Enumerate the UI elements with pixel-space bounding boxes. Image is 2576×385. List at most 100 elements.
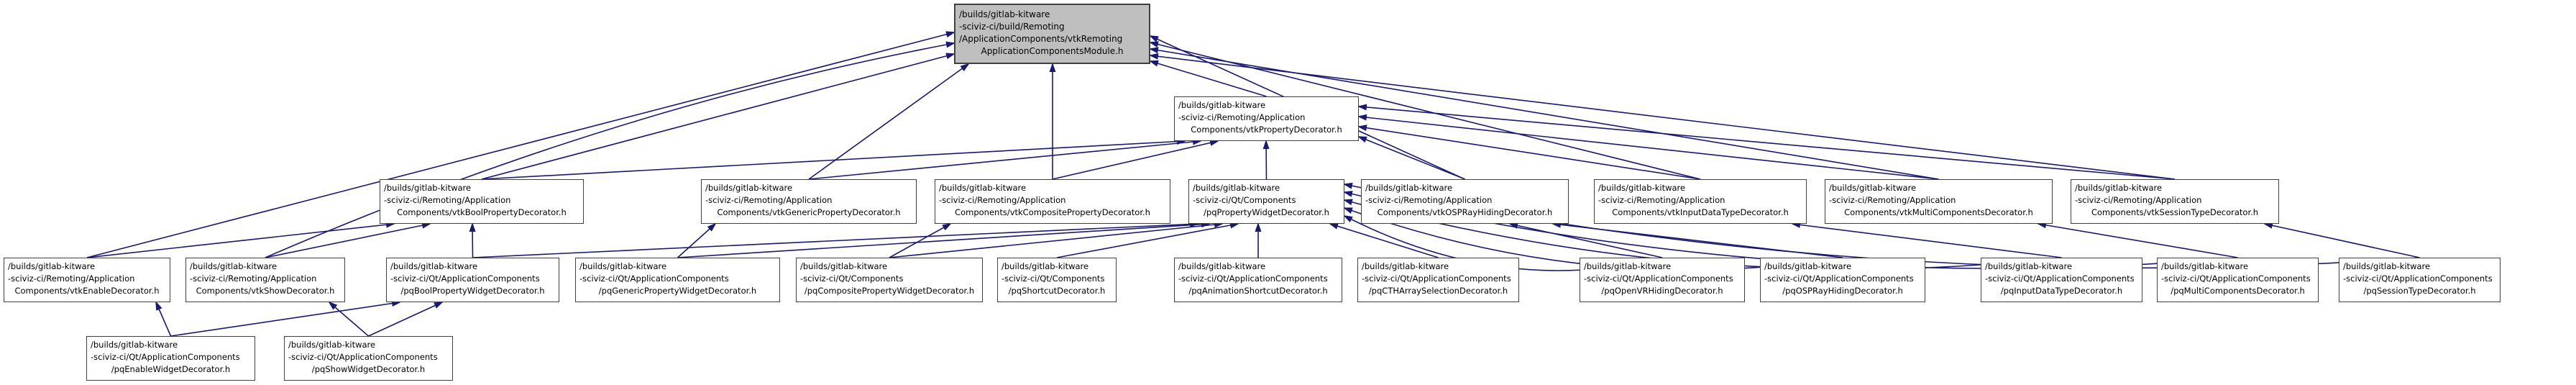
- node-path-line: /builds/gitlab-kitware: [1985, 261, 2073, 271]
- graph-node-pqInputDataTypeDecorator[interactable]: /builds/gitlab-kitware -sciviz-ci/Qt/Appl…: [1981, 258, 2142, 302]
- node-path-line: /pqAnimationShortcutDecorator.h: [1188, 286, 1328, 296]
- node-path-line: -sciviz-ci/Remoting/Application: [1365, 195, 1493, 205]
- node-path-line: /ApplicationComponents/vtkRemoting: [959, 34, 1123, 44]
- include-edge-pqEnableWidgetDecorator-to-pqBoolPropertyWidgetDecorator: [170, 300, 401, 337]
- graph-node-pqBoolPropertyWidgetDecorator[interactable]: /builds/gitlab-kitware-sciviz-ci/Qt/Appl…: [386, 258, 559, 302]
- graph-node-vtkShowDecorator[interactable]: /builds/gitlab-kitware-sciviz-ci/Remotin…: [185, 258, 345, 302]
- include-edge-pqBoolPropertyWidgetDecorator-to-vtkBoolPropertyDecorator: [469, 222, 476, 258]
- node-path-line: -sciviz-ci/Qt/Components: [800, 273, 904, 284]
- node-path-line: /pqMultiComponentsDecorator.h: [2171, 286, 2305, 296]
- node-path-line: /pqOpenVRHidingDecorator.h: [1601, 286, 1723, 296]
- node-path-line: -sciviz-ci/Qt/ApplicationComponents: [1764, 273, 1914, 284]
- include-edge-vtkPropertyDecorator-to-vtkRemotingApplicationComponentsModule: [1149, 60, 1267, 97]
- graph-node-vtkGenericPropertyDecorator[interactable]: /builds/gitlab-kitware-sciviz-ci/Remotin…: [701, 179, 917, 224]
- node-path-line: /builds/gitlab-kitware: [390, 261, 478, 271]
- include-edge-vtkGenericPropertyDecorator-to-vtkRemotingApplicationComponentsModule: [808, 63, 970, 180]
- node-path-line: /pqEnableWidgetDecorator.h: [111, 364, 231, 374]
- node-path-line: /builds/gitlab-kitware: [800, 261, 888, 271]
- node-path-line: -sciviz-ci/Remoting/Application: [939, 195, 1066, 205]
- node-path-line: /pqOSPRayHidingDecorator.h: [1782, 286, 1903, 296]
- graph-node-pqShowWidgetDecorator[interactable]: /builds/gitlab-kitware -sciviz-ci/Qt/Appl…: [284, 336, 453, 381]
- node-path-line: -sciviz-ci/Remoting/Application: [384, 195, 511, 205]
- node-path-line: -sciviz-ci/Qt/Components: [1001, 273, 1105, 284]
- node-path-line: -sciviz-ci/Remoting/Application: [1598, 195, 1725, 205]
- include-edge-pqOpenVRHidingDecorator-to-vtkOSPRayHidingDecorator: [1508, 222, 1663, 258]
- node-path-line: -sciviz-ci/Qt/ApplicationComponents: [1362, 273, 1511, 284]
- node-path-line: /pqSessionTypeDecorator.h: [2363, 286, 2476, 296]
- node-path-line: /builds/gitlab-kitware: [1829, 183, 1917, 193]
- include-edge-pqCompositePropertyWidgetDecorator-to-pqPropertyWidgetDecorator: [889, 221, 1224, 258]
- include-edge-pqOSPRayHidingDecorator-to-vtkOSPRayHidingDecorator: [1551, 221, 1843, 258]
- node-path-line: /builds/gitlab-kitware: [1365, 183, 1453, 193]
- graph-node-pqEnableWidgetDecorator[interactable]: /builds/gitlab-kitware -sciviz-ci/Qt/Appl…: [86, 336, 255, 381]
- node-path-line: /builds/gitlab-kitware: [1178, 261, 1266, 271]
- node-path-line: -sciviz-ci/Qt/ApplicationComponents: [2161, 273, 2311, 284]
- node-path-line: -sciviz-ci/Remoting/Application: [190, 273, 317, 284]
- include-edge-pqShowWidgetDecorator-to-vtkShowDecorator: [328, 301, 370, 337]
- graph-node-pqPropertyWidgetDecorator[interactable]: /builds/gitlab-kitware -sciviz-ci/Qt/Comp…: [1188, 179, 1344, 224]
- graph-node-vtkPropertyDecorator[interactable]: /builds/gitlab-kitware-sciviz-ci/Remotin…: [1174, 96, 1359, 141]
- node-path-line: Components/vtkInputDataTypeDecorator.h: [1612, 207, 1789, 217]
- node-path-line: -sciviz-ci/build/Remoting: [959, 22, 1065, 32]
- node-path-line: /builds/gitlab-kitware: [939, 183, 1027, 193]
- node-path-line: -sciviz-ci/Remoting/Application: [1178, 112, 1306, 122]
- node-path-line: /builds/gitlab-kitware: [1193, 183, 1280, 193]
- graph-node-pqOpenVRHidingDecorator[interactable]: /builds/gitlab-kitware -sciviz-ci/Qt/Appl…: [1580, 258, 1745, 302]
- graph-node-vtkInputDataTypeDecorator[interactable]: /builds/gitlab-kitware-sciviz-ci/Remotin…: [1594, 179, 1807, 224]
- include-edge-pqCompositePropertyWidgetDecorator-to-vtkCompositePropertyDecorator: [889, 223, 952, 258]
- node-path-line: /pqPropertyWidgetDecorator.h: [1204, 207, 1329, 217]
- node-path-line: -sciviz-ci/Qt/ApplicationComponents: [91, 352, 240, 362]
- graph-node-pqShortcutDecorator[interactable]: /builds/gitlab-kitware-sciviz-ci/Qt/Comp…: [997, 258, 1117, 302]
- node-path-line: -sciviz-ci/Remoting/Application: [705, 195, 833, 205]
- node-path-line: -sciviz-ci/Qt/ApplicationComponents: [1985, 273, 2135, 284]
- node-path-line: /builds/gitlab-kitware: [384, 183, 472, 193]
- include-edge-pqPropertyWidgetDecorator-to-vtkPropertyDecorator: [1262, 140, 1270, 180]
- node-path-line: Components/vtkEnableDecorator.h: [14, 286, 160, 296]
- node-path-line: ApplicationComponentsModule.h: [981, 46, 1124, 56]
- node-path-line: /pqInputDataTypeDecorator.h: [2000, 286, 2123, 296]
- include-edge-vtkBoolPropertyDecorator-to-vtkRemotingApplicationComponentsModule: [481, 53, 955, 180]
- graph-node-vtkBoolPropertyDecorator[interactable]: /builds/gitlab-kitware -sciviz-ci/Remotin…: [380, 179, 584, 224]
- include-edge-pqShortcutDecorator-to-pqPropertyWidgetDecorator: [1056, 222, 1239, 258]
- include-edge-vtkMultiComponentsDecorator-to-vtkPropertyDecorator: [1357, 114, 1939, 180]
- node-path-line: /builds/gitlab-kitware: [579, 261, 667, 271]
- graph-node-pqMultiComponentsDecorator[interactable]: /builds/gitlab-kitware-sciviz-ci/Qt/Appl…: [2157, 258, 2319, 302]
- node-path-line: -sciviz-ci/Qt/Components: [1193, 195, 1296, 205]
- graph-node-vtkEnableDecorator[interactable]: /builds/gitlab-kitware-sciviz-ci/Remotin…: [4, 258, 170, 302]
- graph-node-vtkRemotingApplicationComponentsModule: /builds/gitlab-kitware -sciviz-ci/build/R…: [954, 4, 1150, 64]
- graph-node-vtkMultiComponentsDecorator[interactable]: /builds/gitlab-kitware -sciviz-ci/Remotin…: [1825, 179, 2053, 224]
- node-path-line: /builds/gitlab-kitware: [91, 340, 178, 350]
- node-path-line: /pqShortcutDecorator.h: [1008, 286, 1106, 296]
- include-edge-vtkInputDataTypeDecorator-to-vtkPropertyDecorator: [1357, 124, 1701, 180]
- graph-node-pqOSPRayHidingDecorator[interactable]: /builds/gitlab-kitware -sciviz-ci/Qt/Appl…: [1760, 258, 1925, 302]
- include-edge-vtkEnableDecorator-to-vtkBoolPropertyDecorator: [86, 221, 395, 258]
- node-path-line: /builds/gitlab-kitware: [1584, 261, 1672, 271]
- graph-node-vtkSessionTypeDecorator[interactable]: /builds/gitlab-kitware-sciviz-ci/Remotin…: [2071, 179, 2279, 224]
- graph-node-pqCTHArraySelectionDecorator[interactable]: /builds/gitlab-kitware -sciviz-ci/Qt/Appl…: [1357, 258, 1519, 302]
- node-path-line: /builds/gitlab-kitware: [2075, 183, 2163, 193]
- graph-node-vtkCompositePropertyDecorator[interactable]: /builds/gitlab-kitware -sciviz-ci/Remotin…: [935, 179, 1170, 224]
- node-path-line: -sciviz-ci/Remoting/Application: [1829, 195, 1956, 205]
- node-path-line: -sciviz-ci/Qt/ApplicationComponents: [288, 352, 438, 362]
- node-path-line: /pqBoolPropertyWidgetDecorator.h: [400, 286, 545, 296]
- node-path-line: -sciviz-ci/Qt/ApplicationComponents: [1584, 273, 1733, 284]
- node-path-line: /builds/gitlab-kitware: [8, 261, 96, 271]
- include-edge-vtkOSPRayHidingDecorator-to-vtkPropertyDecorator: [1357, 136, 1465, 180]
- node-path-line: /builds/gitlab-kitware: [959, 9, 1050, 19]
- node-path-line: Components/vtkShowDecorator.h: [196, 286, 335, 296]
- include-edge-pqInputDataTypeDecorator-to-vtkInputDataTypeDecorator: [1791, 221, 2062, 258]
- node-path-line: /builds/gitlab-kitware: [1764, 261, 1852, 271]
- graph-node-vtkOSPRayHidingDecorator[interactable]: /builds/gitlab-kitware -sciviz-ci/Remotin…: [1361, 179, 1569, 224]
- include-edge-pqCTHArraySelectionDecorator-to-pqPropertyWidgetDecorator: [1329, 222, 1439, 258]
- include-edge-vtkShowDecorator-to-vtkBoolPropertyDecorator: [265, 222, 431, 258]
- graph-node-pqSessionTypeDecorator[interactable]: /builds/gitlab-kitware-sciviz-ci/Qt/Appl…: [2339, 258, 2501, 302]
- node-path-line: /builds/gitlab-kitware: [288, 340, 376, 350]
- node-path-line: /builds/gitlab-kitware: [1362, 261, 1449, 271]
- include-edge-pqMultiComponentsDecorator-to-vtkMultiComponentsDecorator: [2037, 222, 2238, 258]
- include-edge-pqGenericPropertyWidgetDecorator-to-vtkGenericPropertyDecorator: [677, 222, 717, 258]
- node-path-line: /pqCompositePropertyWidgetDecorator.h: [804, 286, 975, 296]
- graph-node-pqGenericPropertyWidgetDecorator[interactable]: /builds/gitlab-kitware-sciviz-ci/Qt/Appl…: [575, 258, 780, 302]
- graph-node-pqAnimationShortcutDecorator[interactable]: /builds/gitlab-kitware-sciviz-ci/Qt/Appl…: [1174, 258, 1342, 302]
- graph-node-pqCompositePropertyWidgetDecorator[interactable]: /builds/gitlab-kitware -sciviz-ci/Qt/Comp…: [796, 258, 983, 302]
